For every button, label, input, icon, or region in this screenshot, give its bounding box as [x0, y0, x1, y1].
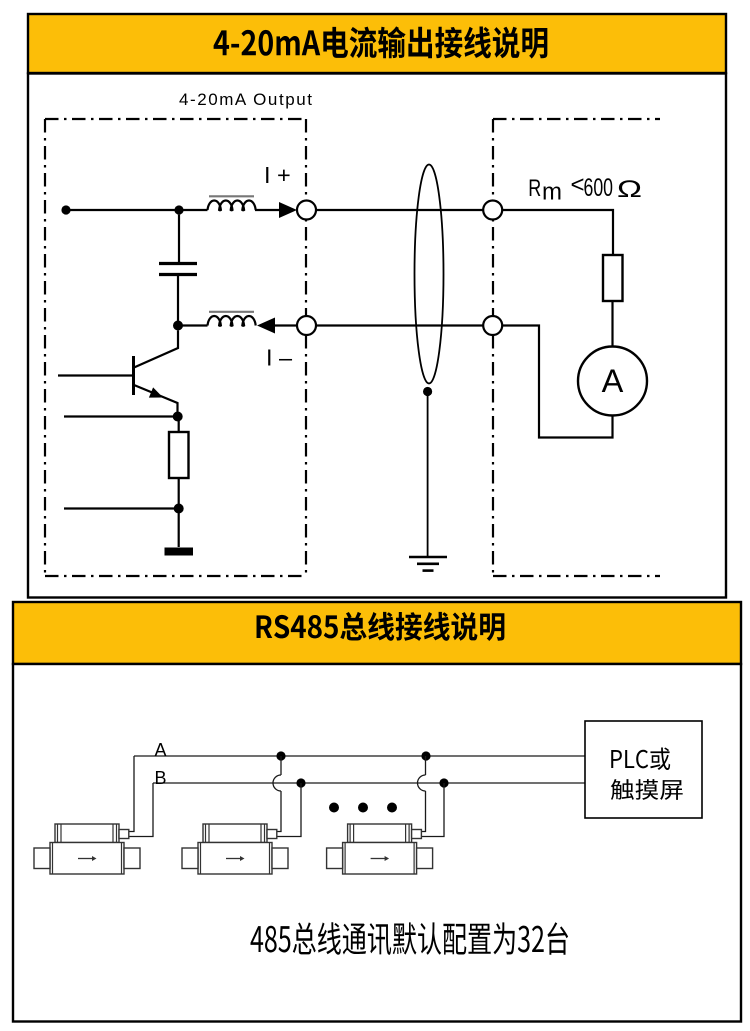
svg-text:I –: I – — [266, 345, 293, 371]
svg-text:600: 600 — [584, 174, 614, 202]
svg-text:B: B — [155, 768, 167, 788]
svg-text:I +: I + — [264, 162, 291, 188]
svg-text:A: A — [602, 363, 624, 399]
svg-text:m: m — [542, 179, 562, 206]
svg-text:R: R — [528, 175, 541, 202]
svg-text:Ω: Ω — [617, 176, 642, 203]
svg-text:4-20mA Output: 4-20mA Output — [179, 90, 314, 109]
svg-text:A: A — [155, 740, 167, 760]
svg-text:<: < — [571, 171, 585, 198]
